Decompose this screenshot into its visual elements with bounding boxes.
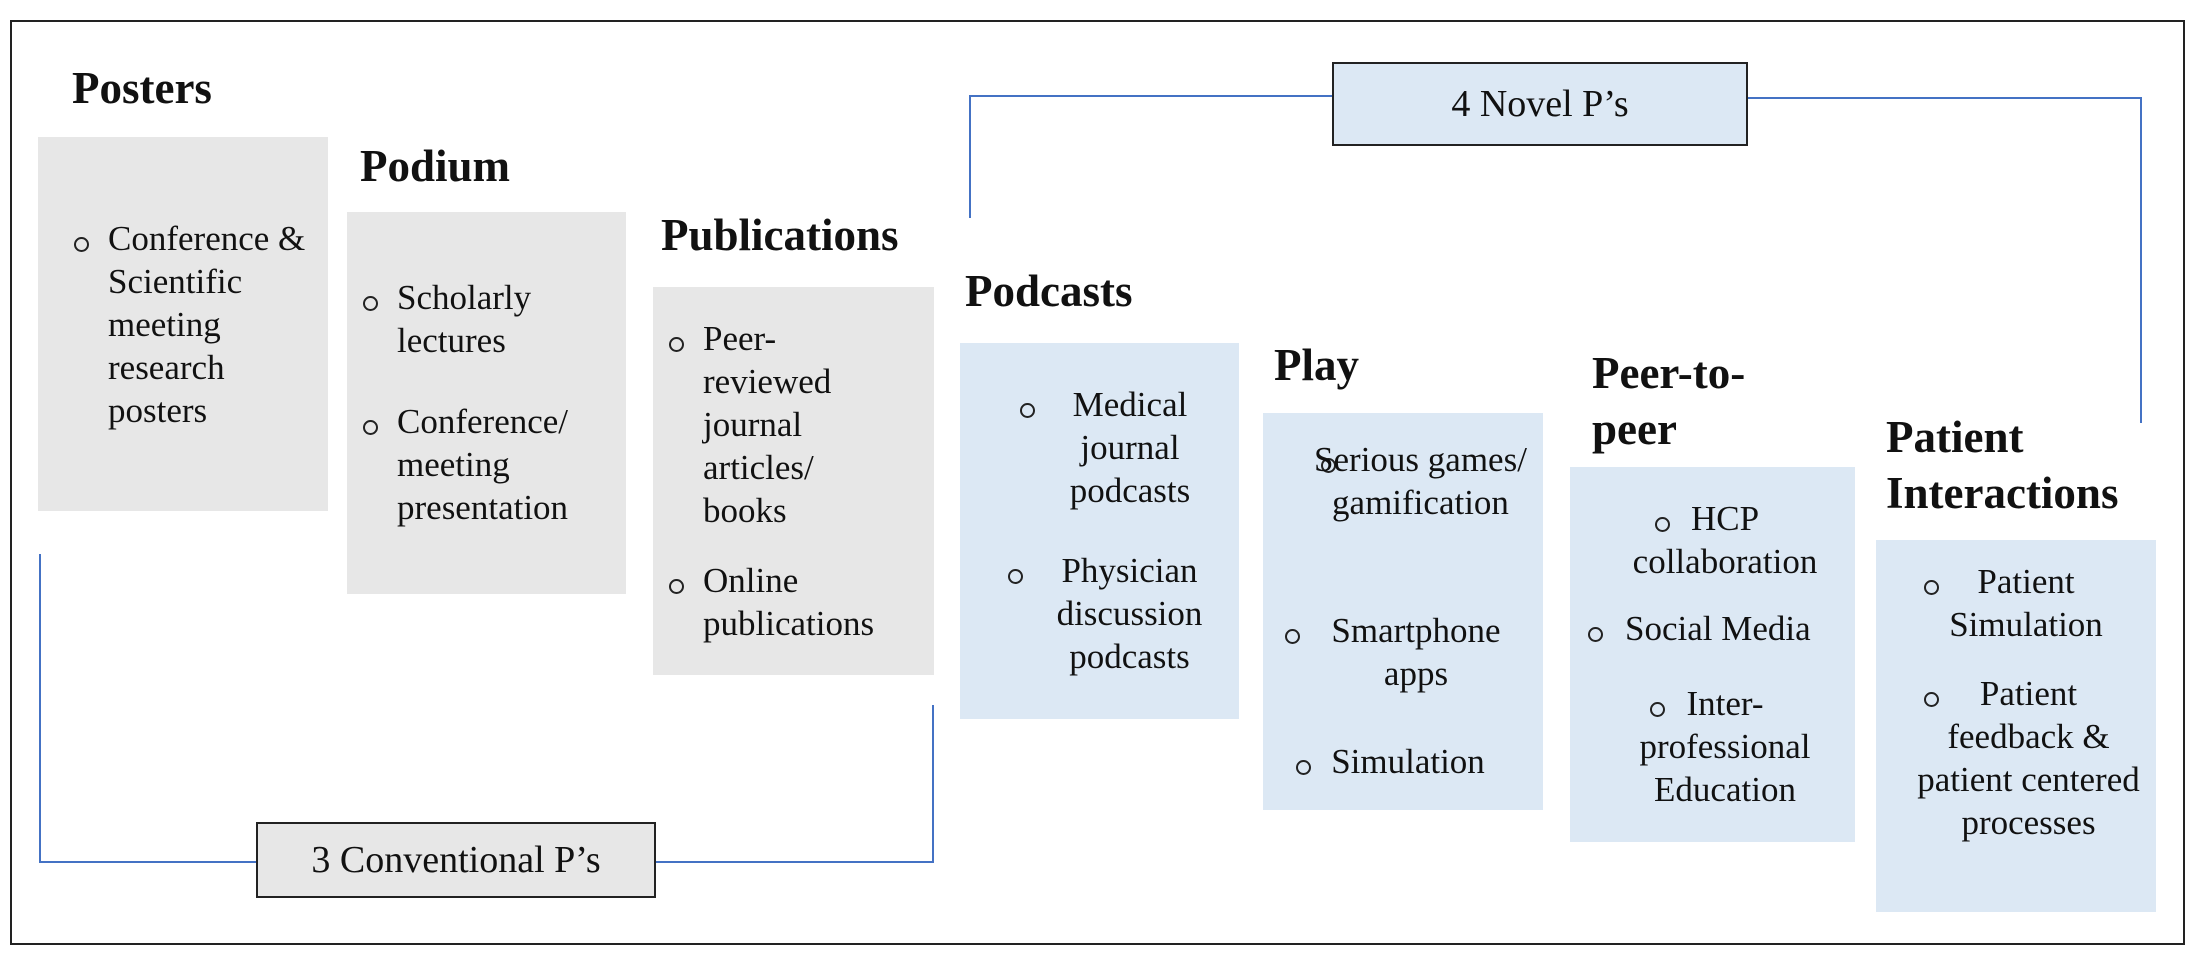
bullet-icon (1285, 629, 1300, 644)
conventional-label-box: 3 Conventional P’s (256, 822, 656, 898)
conventional-bracket-right (655, 705, 934, 863)
heading-podcasts: Podcasts (965, 266, 1133, 316)
peer-to-peer-box: HCP collaboration Social Media Inter-pro… (1570, 467, 1855, 842)
novel-bracket-left (969, 95, 1332, 218)
diagram-frame (10, 20, 2185, 945)
bullet-icon (363, 296, 378, 311)
bullet-icon (669, 579, 684, 594)
bullet-icon (1924, 692, 1939, 707)
novel-bracket-right (1746, 97, 2142, 423)
play-item-2: Smartphone apps (1331, 611, 1501, 693)
conventional-bracket-left (39, 554, 257, 863)
peer-item-3: Inter-professional Education (1639, 684, 1811, 809)
bullet-icon (1020, 403, 1035, 418)
publications-box: Peer-reviewed journal articles/ books On… (653, 287, 934, 675)
podium-box: Scholarly lectures Conference/ meeting p… (347, 212, 626, 594)
heading-play: Play (1274, 340, 1359, 390)
heading-patient-interactions: Patient Interactions (1886, 412, 2119, 518)
bullet-icon (1008, 569, 1023, 584)
podium-item-1: Scholarly lectures (397, 278, 532, 360)
peer-item-2: Social Media (1625, 609, 1811, 648)
play-item-1: Serious games/ gamification (1314, 440, 1527, 522)
heading-podium: Podium (360, 141, 511, 191)
patient-item-2: Patient feedback & patient centered proc… (1917, 674, 2140, 842)
bullet-icon (1924, 580, 1939, 595)
bullet-icon (1296, 760, 1311, 775)
publications-item-2: Online publications (703, 561, 875, 643)
bullet-icon (1650, 702, 1665, 717)
play-item-3: Simulation (1331, 742, 1485, 781)
publications-item-1: Peer-reviewed journal articles/ books (703, 319, 832, 530)
heading-posters: Posters (72, 63, 212, 113)
bullet-icon (669, 337, 684, 352)
posters-box: Conference & Scientific meeting research… (38, 137, 328, 511)
peer-item-1: HCP collaboration (1632, 499, 1818, 581)
heading-publications: Publications (661, 210, 899, 260)
bullet-icon (1588, 627, 1603, 642)
patient-item-1: Patient Simulation (1949, 562, 2103, 644)
bullet-icon (363, 420, 378, 435)
play-box: Serious games/ gamification Smartphone a… (1263, 413, 1543, 810)
novel-label-box: 4 Novel P’s (1332, 62, 1748, 146)
patient-interactions-box: Patient Simulation Patient feedback & pa… (1876, 540, 2156, 912)
podcasts-box: Medical journal podcasts Physician discu… (960, 343, 1239, 719)
podcasts-item-2: Physician discussion podcasts (1056, 551, 1203, 676)
bullet-icon (74, 237, 89, 252)
podium-item-2: Conference/ meeting presentation (397, 402, 569, 527)
bullet-icon (1321, 458, 1336, 473)
heading-peer-to-peer: Peer-to-peer (1592, 348, 1746, 454)
posters-item-1: Conference & Scientific meeting research… (108, 219, 306, 430)
podcasts-item-1: Medical journal podcasts (1069, 385, 1191, 510)
bullet-icon (1655, 517, 1670, 532)
